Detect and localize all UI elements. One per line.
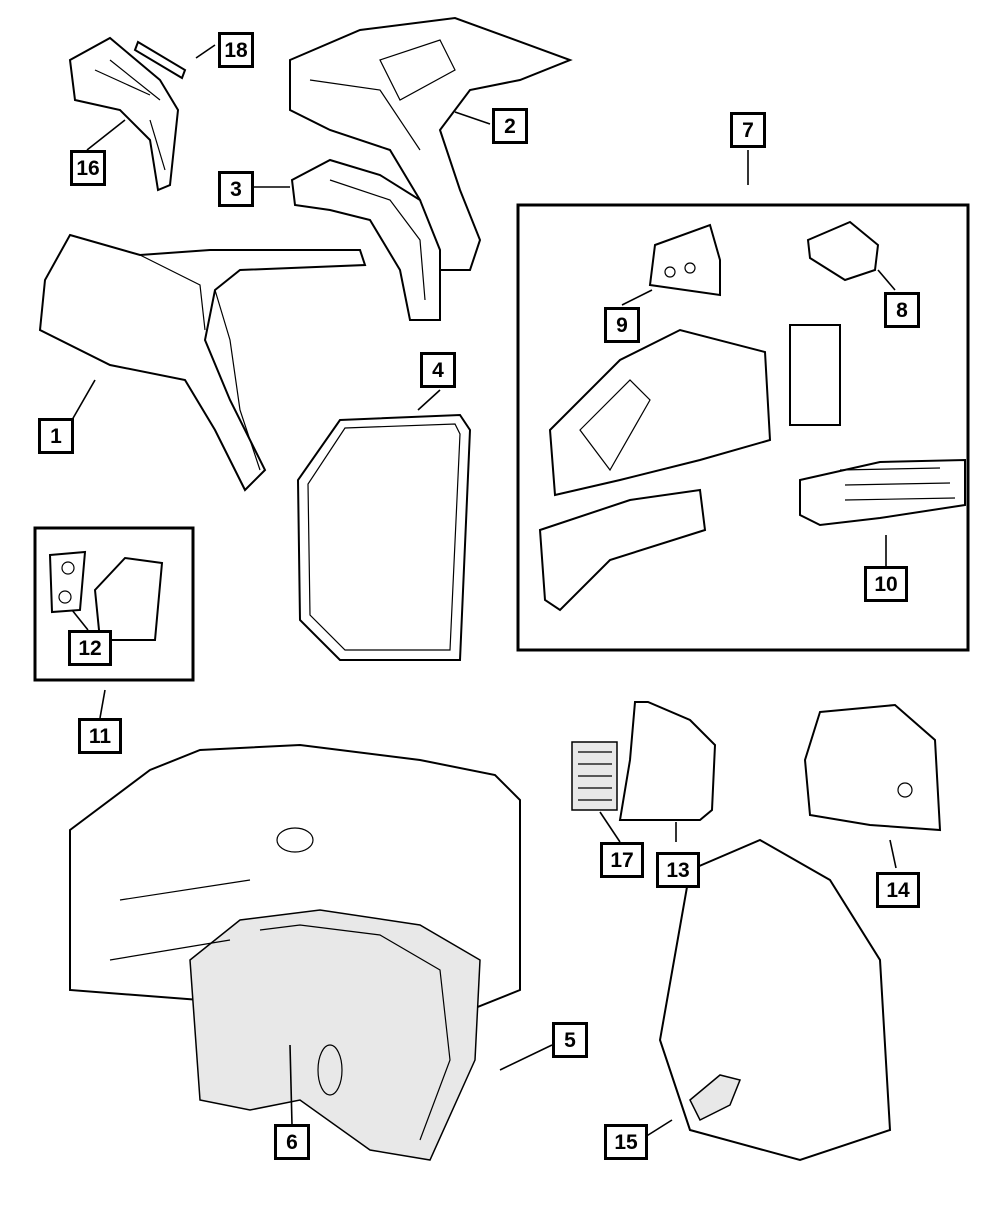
part-17-grille bbox=[571, 741, 618, 811]
part-16-reinforcement bbox=[68, 36, 180, 192]
callout-11: 11 bbox=[78, 718, 122, 754]
part-1-quarter-panel bbox=[38, 233, 367, 492]
callout-1: 1 bbox=[38, 418, 74, 454]
callout-7: 7 bbox=[730, 112, 766, 148]
callout-3: 3 bbox=[218, 171, 254, 207]
leader-lines bbox=[71, 44, 897, 1138]
part-8-bracket bbox=[806, 220, 880, 282]
callout-15: 15 bbox=[604, 1124, 648, 1160]
part-9-bracket bbox=[648, 223, 721, 297]
part-5-body-assembly bbox=[69, 743, 521, 1161]
callout-5: 5 bbox=[552, 1022, 588, 1058]
callout-18: 18 bbox=[218, 32, 254, 68]
callout-16: 16 bbox=[70, 150, 106, 186]
callout-2: 2 bbox=[492, 108, 528, 144]
callout-17: 17 bbox=[600, 842, 644, 878]
callout-14: 14 bbox=[876, 872, 920, 908]
part-7-extension bbox=[538, 324, 966, 612]
group-7-frame bbox=[516, 203, 970, 652]
callout-6: 6 bbox=[274, 1124, 310, 1160]
part-14-panel bbox=[803, 703, 942, 832]
callout-8: 8 bbox=[884, 292, 920, 328]
part-4-weatherstrip bbox=[296, 413, 472, 661]
group-11-frame bbox=[33, 526, 195, 682]
callout-9: 9 bbox=[604, 307, 640, 343]
part-18-bracket bbox=[133, 40, 187, 80]
callout-12: 12 bbox=[68, 630, 112, 666]
part-15-body-area bbox=[658, 838, 892, 1162]
callout-4: 4 bbox=[420, 352, 456, 388]
part-2-inner-panel bbox=[289, 16, 573, 271]
callout-13: 13 bbox=[656, 852, 700, 888]
part-3-wheelhouse bbox=[290, 158, 441, 321]
callout-10: 10 bbox=[864, 566, 908, 602]
part-13-panel bbox=[618, 701, 717, 821]
part-12-brackets bbox=[48, 550, 164, 641]
